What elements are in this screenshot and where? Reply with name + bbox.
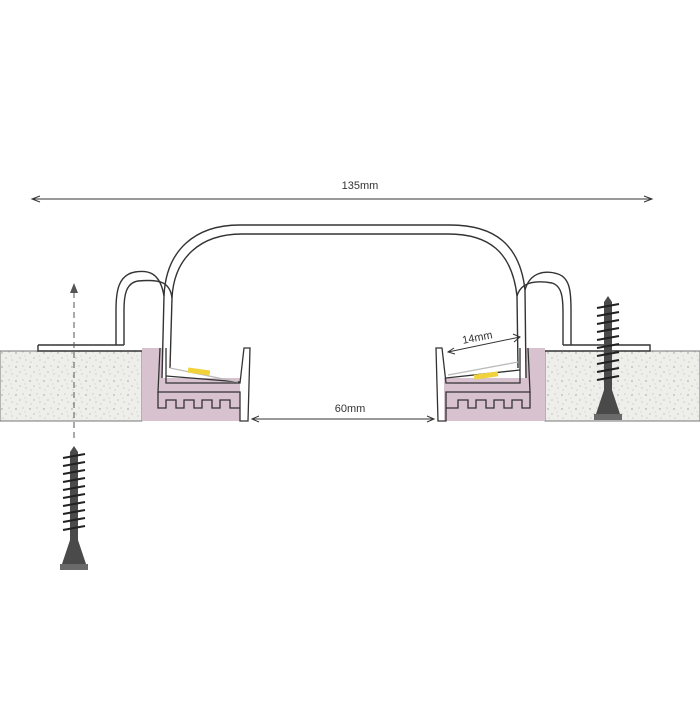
- left-led-strip: [187, 367, 211, 376]
- left-plaster-board: [0, 350, 143, 422]
- arrow-up-dashed-icon: [70, 283, 78, 440]
- left-seal-fill: [142, 348, 240, 421]
- opening-width-label: 60mm: [335, 403, 366, 415]
- screw-icon: [60, 446, 88, 570]
- led-channel-width-label: 14mm: [461, 329, 493, 347]
- screw-icon: [594, 296, 622, 420]
- overall-width-dimension: [30, 195, 654, 203]
- led-channel-width-dimension: [446, 333, 521, 355]
- opening-width-dimension: [250, 415, 436, 423]
- right-seal-fill: [444, 348, 545, 421]
- right-led-strip: [473, 371, 499, 380]
- right-plaster-board: [544, 350, 700, 422]
- profile-outline: [37, 224, 651, 379]
- overall-width-label: 135mm: [342, 180, 379, 192]
- left-led-channel: [157, 347, 251, 422]
